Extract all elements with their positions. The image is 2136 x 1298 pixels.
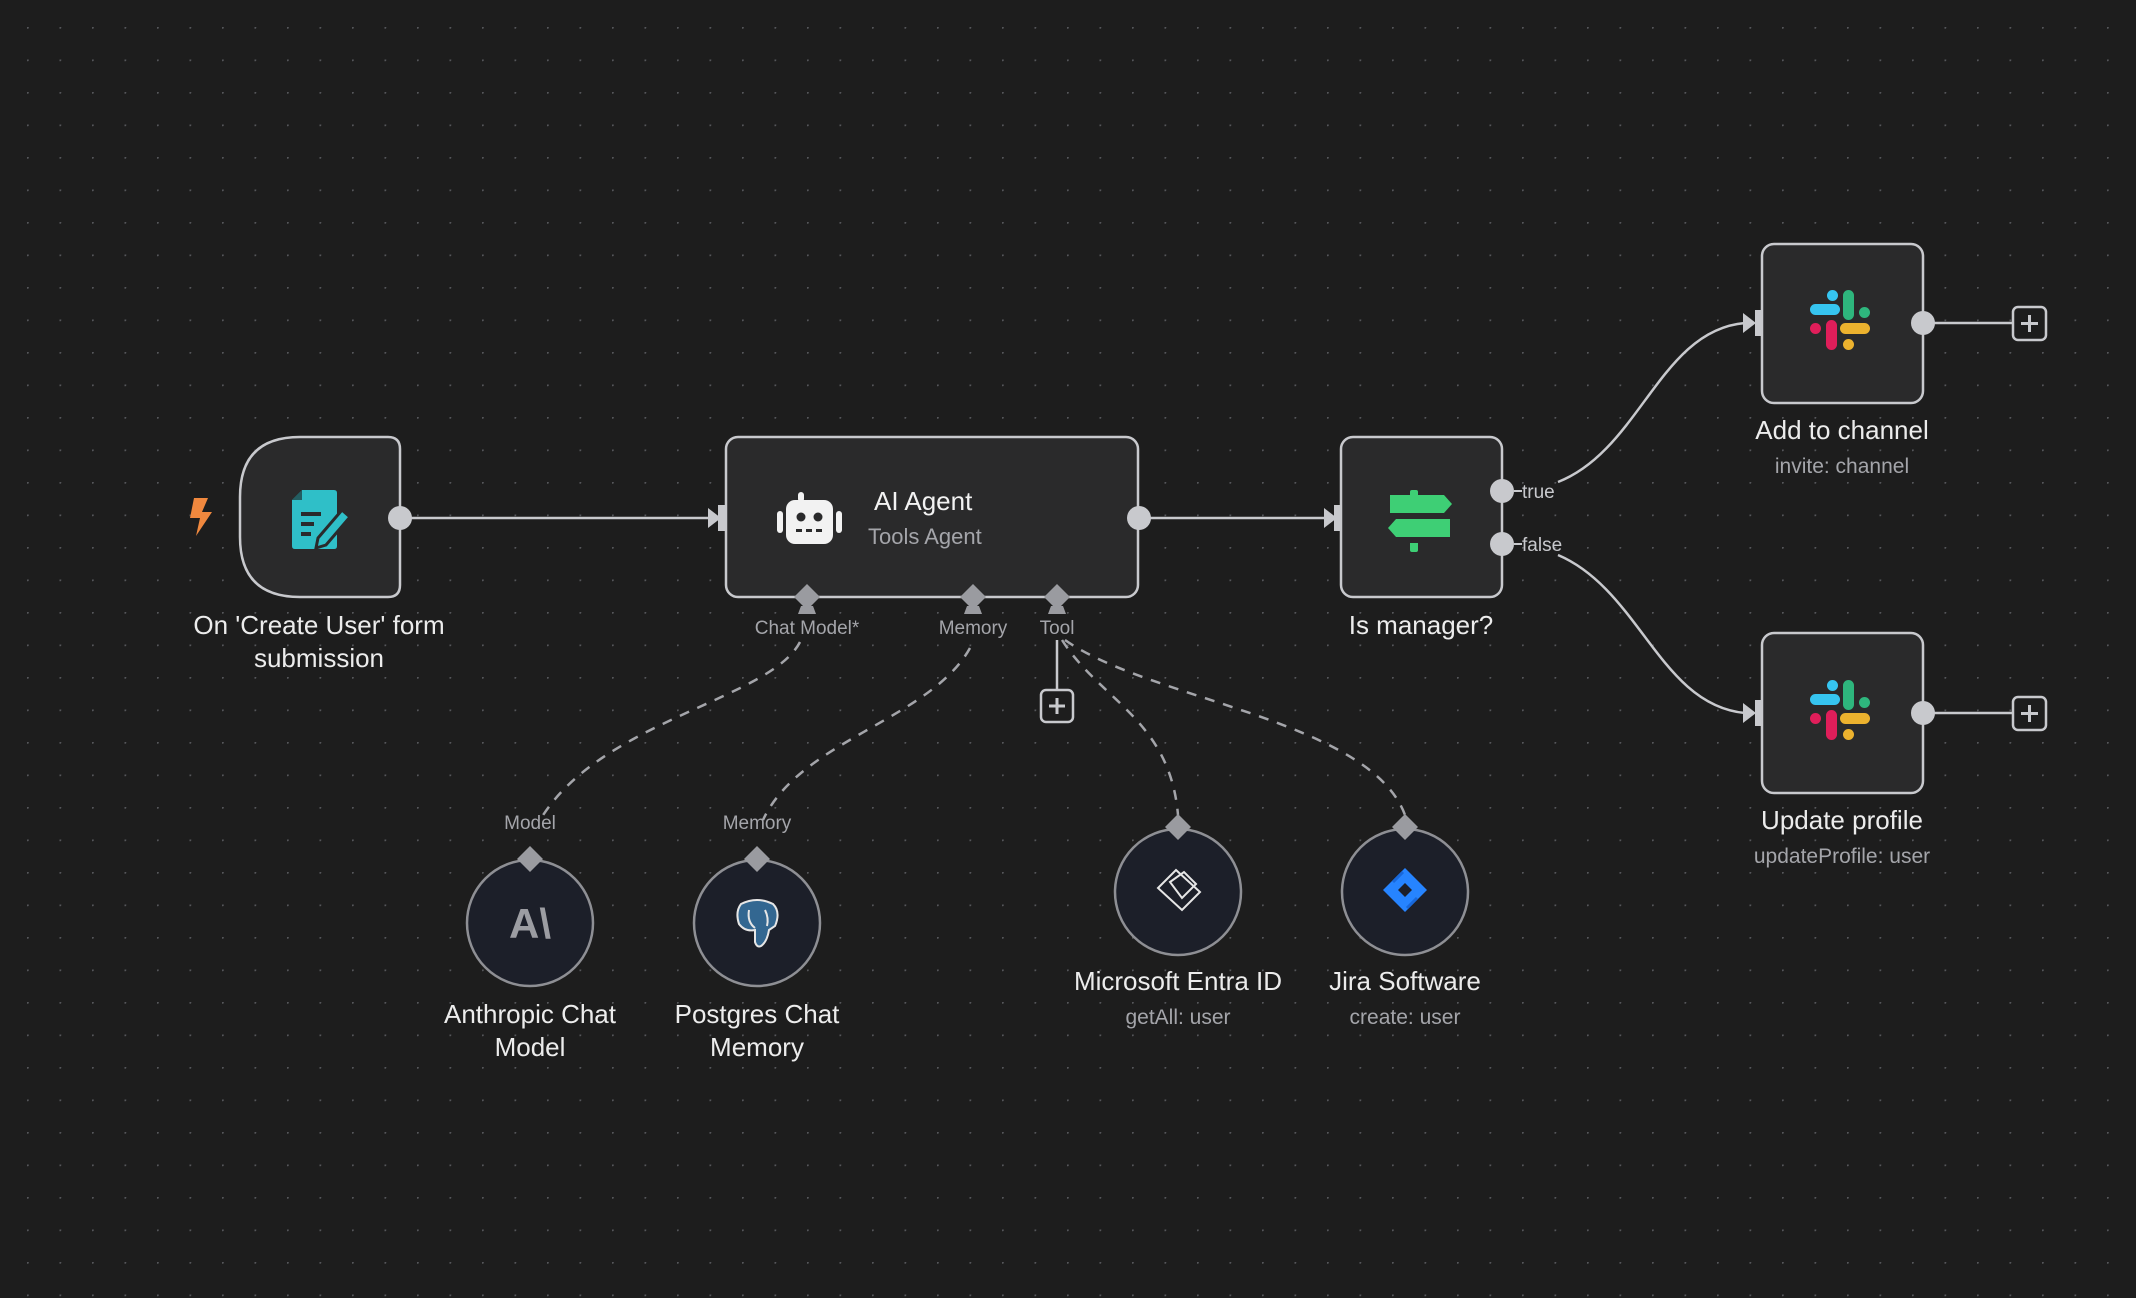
handle-tool[interactable]: Tool <box>1040 584 1075 639</box>
trigger-output-handle[interactable] <box>388 506 412 530</box>
update-profile-output-handle[interactable] <box>1911 701 1935 725</box>
branch-label-false: false <box>1522 535 1562 556</box>
edge-tool-to-jira[interactable] <box>1064 638 1407 816</box>
trigger-title-line1: On 'Create User' form <box>193 610 444 640</box>
jira-subtitle: create: user <box>1350 1006 1461 1029</box>
jira-icon <box>1383 868 1427 912</box>
anthropic-title-line2: Model <box>495 1032 566 1062</box>
entra-subtitle: getAll: user <box>1125 1006 1230 1029</box>
anthropic-title-line1: Anthropic Chat <box>444 999 617 1029</box>
edge-arrow-if <box>1324 508 1337 528</box>
anthropic-output-handle[interactable] <box>517 846 543 872</box>
node-update-profile[interactable]: Update profile updateProfile: user <box>1754 631 2048 868</box>
branch-label-true: true <box>1522 482 1555 503</box>
update-profile-add-button[interactable] <box>2011 695 2048 732</box>
update-profile-subtitle: updateProfile: user <box>1754 845 1930 868</box>
node-trigger[interactable]: On 'Create User' form submission <box>190 435 445 673</box>
handle-label-memory: Memory <box>939 618 1008 639</box>
postgres-title-line2: Memory <box>710 1032 804 1062</box>
edge-false-to-update-profile[interactable] <box>1557 553 1746 715</box>
edge-arrow-update-profile <box>1743 703 1756 723</box>
edge-memory-to-postgres[interactable] <box>761 647 972 821</box>
entra-output-handle[interactable] <box>1165 814 1191 840</box>
anthropic-handle-label: Model <box>504 813 556 834</box>
lightning-bolt-icon <box>190 498 212 536</box>
node-jira-software[interactable]: Jira Software create: user <box>1329 814 1481 1029</box>
node-ai-agent[interactable]: AI Agent Tools Agent Chat Model* Memory … <box>718 435 1151 724</box>
entra-id-icon <box>1156 868 1202 912</box>
entra-title: Microsoft Entra ID <box>1074 966 1282 996</box>
if-node-box[interactable] <box>1339 435 1504 599</box>
jira-title: Jira Software <box>1329 966 1481 996</box>
edge-true-to-add-channel[interactable] <box>1557 321 1746 484</box>
edge-tool-to-entra[interactable] <box>1060 639 1180 816</box>
slack-icon <box>1810 290 1870 350</box>
node-microsoft-entra-id[interactable]: Microsoft Entra ID getAll: user <box>1074 814 1282 1029</box>
agent-subtitle: Tools Agent <box>868 524 982 549</box>
update-profile-node-box[interactable] <box>1760 631 1925 795</box>
edge-arrow-add-channel <box>1743 313 1756 333</box>
node-add-to-channel[interactable]: Add to channel invite: channel <box>1755 242 2048 478</box>
edge-chatmodel-to-anthropic[interactable] <box>538 641 802 821</box>
add-channel-output-handle[interactable] <box>1911 311 1935 335</box>
add-channel-add-button[interactable] <box>2011 305 2048 342</box>
signpost-icon <box>1388 490 1452 552</box>
node-anthropic-chat-model[interactable]: Model A\ Anthropic Chat Model <box>444 813 617 1062</box>
postgres-title-line1: Postgres Chat <box>675 999 841 1029</box>
if-false-handle[interactable] <box>1490 532 1514 556</box>
add-channel-title: Add to channel <box>1755 415 1928 445</box>
if-title: Is manager? <box>1349 610 1494 640</box>
jira-output-handle[interactable] <box>1392 814 1418 840</box>
add-channel-node-box[interactable] <box>1760 242 1925 405</box>
form-edit-icon <box>292 490 353 551</box>
agent-output-handle[interactable] <box>1127 506 1151 530</box>
postgres-handle-label: Memory <box>723 813 792 834</box>
postgres-output-handle[interactable] <box>744 846 770 872</box>
robot-icon <box>777 492 842 544</box>
edge-arrow-agent <box>708 508 721 528</box>
handle-chat-model[interactable]: Chat Model* <box>755 584 860 639</box>
trigger-title-line2: submission <box>254 643 384 673</box>
handle-memory[interactable]: Memory <box>939 584 1008 639</box>
node-is-manager[interactable]: true false Is manager? <box>1334 435 1562 640</box>
node-postgres-chat-memory[interactable]: Memory Postgres Chat Memory <box>675 813 841 1062</box>
agent-title: AI Agent <box>874 486 973 516</box>
if-true-handle[interactable] <box>1490 479 1514 503</box>
handle-label-tool: Tool <box>1040 618 1075 639</box>
add-tool-button[interactable] <box>1039 688 1075 724</box>
update-profile-title: Update profile <box>1761 805 1923 835</box>
slack-icon <box>1810 680 1870 740</box>
handle-label-chat-model: Chat Model* <box>755 618 860 639</box>
anthropic-icon: A\ <box>509 900 551 947</box>
connections <box>400 313 2013 821</box>
postgres-elephant-icon <box>736 899 779 948</box>
add-channel-subtitle: invite: channel <box>1775 455 1909 478</box>
